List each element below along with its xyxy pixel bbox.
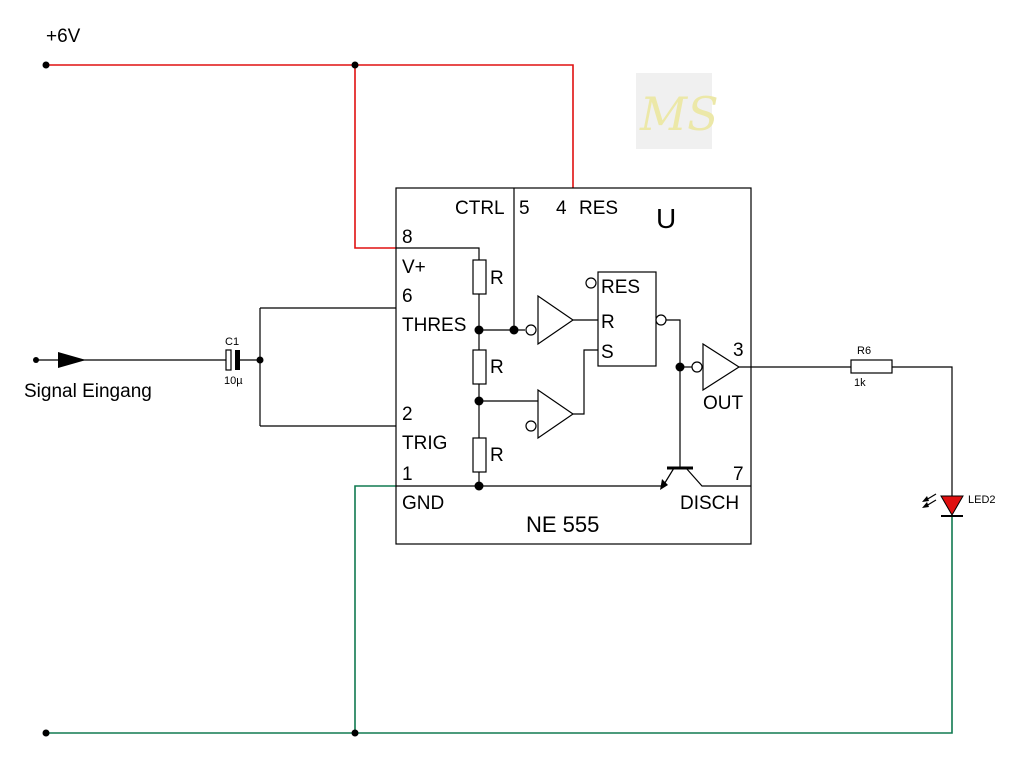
signal-input-label: Signal Eingang bbox=[24, 381, 152, 402]
disch-label: DISCH bbox=[680, 493, 739, 514]
pin4-number: 4 bbox=[556, 198, 567, 219]
divider-r2-label: R bbox=[490, 357, 504, 378]
out-label: OUT bbox=[703, 393, 744, 414]
ic-name: NE 555 bbox=[526, 512, 599, 537]
output-path bbox=[739, 359, 953, 496]
ff-r-label: R bbox=[601, 312, 615, 333]
logo-text: MS bbox=[639, 87, 719, 141]
pin8-number: 8 bbox=[402, 227, 413, 248]
signal-input bbox=[33, 352, 226, 368]
flip-flop bbox=[585, 271, 685, 468]
pin2-number: 2 bbox=[402, 404, 413, 425]
pin3-number: 3 bbox=[733, 340, 744, 361]
ff-s-label: S bbox=[601, 342, 614, 363]
led2 bbox=[922, 493, 964, 517]
pin6-number: 6 bbox=[402, 286, 413, 307]
r6-value: 1k bbox=[854, 377, 866, 389]
ic-title: U bbox=[656, 203, 676, 234]
output-buffer bbox=[680, 342, 741, 392]
trig-label: TRIG bbox=[402, 433, 447, 454]
ctrl-label: CTRL bbox=[455, 198, 505, 219]
divider-r3-label: R bbox=[490, 445, 504, 466]
c1-name: C1 bbox=[225, 336, 239, 348]
ms-logo: MS bbox=[636, 73, 719, 149]
gnd-label: GND bbox=[402, 493, 444, 514]
ff-res-label: RES bbox=[601, 277, 640, 298]
discharge-transistor bbox=[660, 466, 751, 490]
led2-name: LED2 bbox=[968, 494, 996, 506]
pin5-number: 5 bbox=[519, 198, 530, 219]
pin1-number: 1 bbox=[402, 464, 413, 485]
comparator-trigger bbox=[479, 349, 598, 440]
supply-label: +6V bbox=[46, 26, 81, 47]
ground-rail bbox=[42, 485, 953, 737]
pin7-number: 7 bbox=[733, 464, 744, 485]
resistor-r6 bbox=[850, 359, 893, 374]
thres-label: THRES bbox=[402, 315, 466, 336]
r6-name: R6 bbox=[857, 345, 871, 357]
resistor-divider bbox=[396, 247, 487, 491]
res-pin-label: RES bbox=[579, 198, 618, 219]
capacitor-c1 bbox=[225, 349, 264, 371]
vplus-label: V+ bbox=[402, 257, 426, 278]
comparator-threshold bbox=[479, 188, 598, 346]
c1-value: 10µ bbox=[224, 375, 243, 387]
divider-r1-label: R bbox=[490, 268, 504, 289]
